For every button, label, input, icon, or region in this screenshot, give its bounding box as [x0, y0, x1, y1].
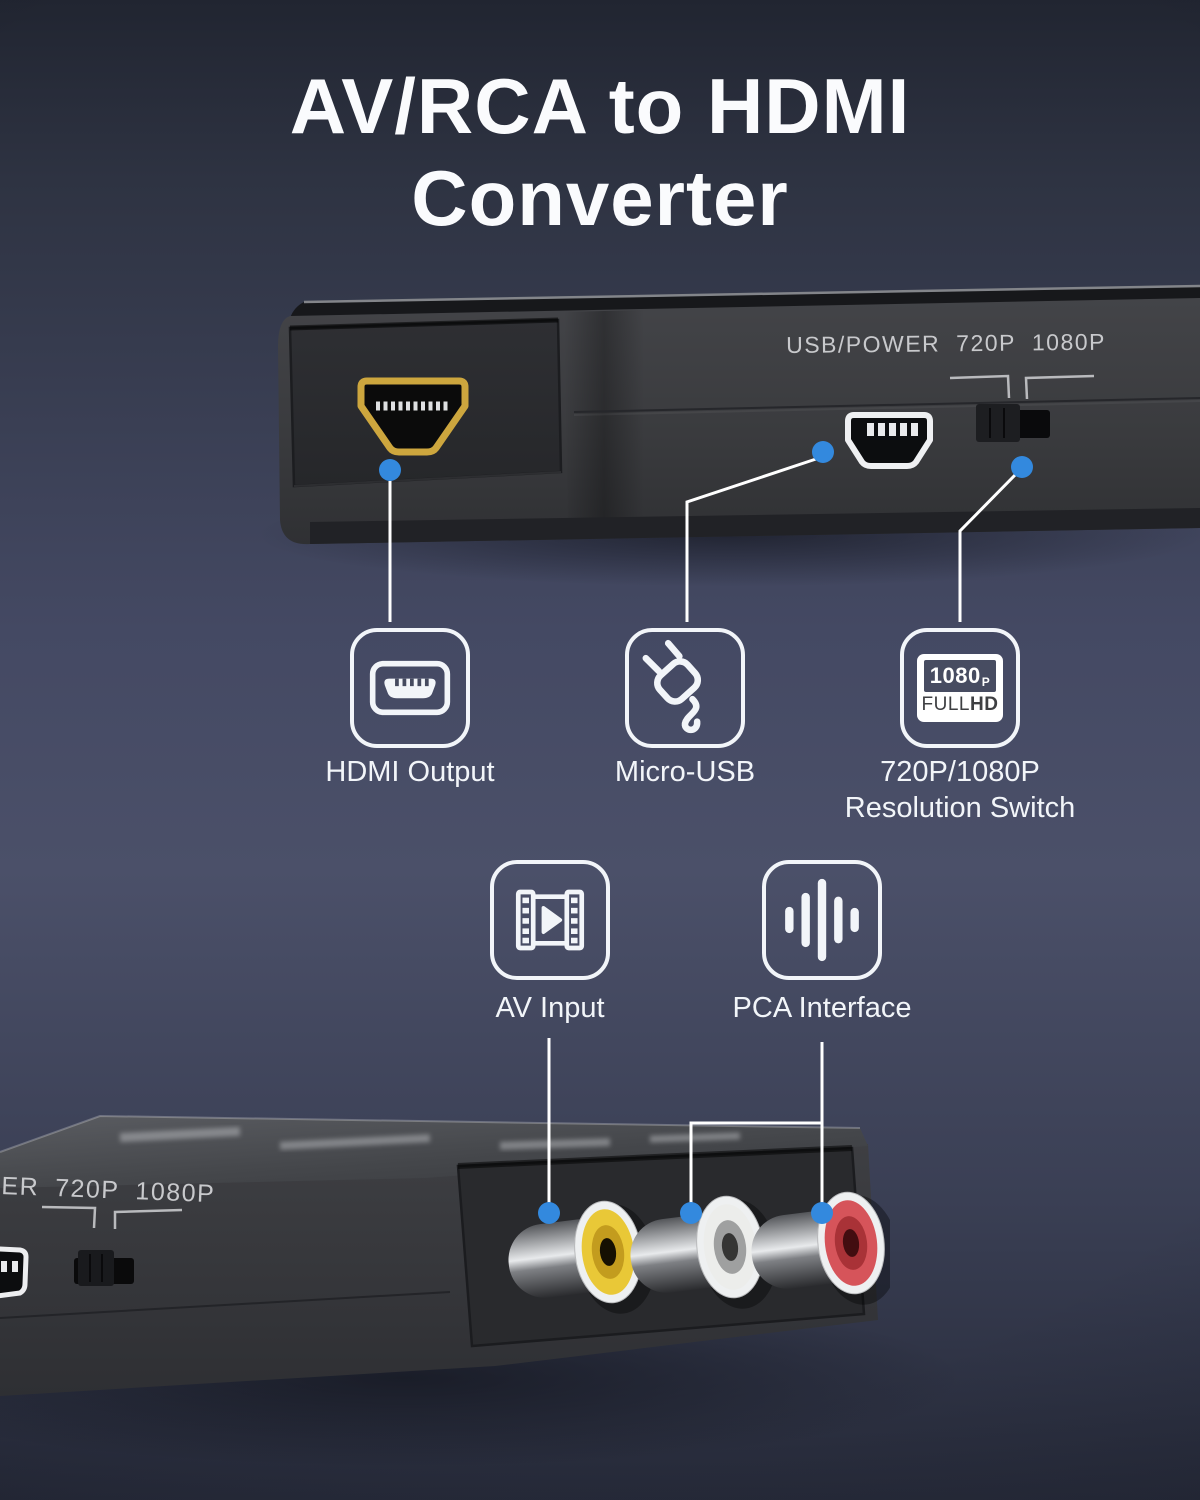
feature-label-pca-interface: PCA Interface — [732, 992, 912, 1024]
hdmi-port — [357, 377, 469, 456]
bracket-1080p — [1024, 374, 1095, 400]
hdmi-panel-shadow — [289, 317, 559, 331]
rca-jack-yellow — [508, 1200, 656, 1314]
top-device-edge-highlight — [303, 284, 1200, 304]
badge-full-text: FULL — [921, 694, 970, 715]
rca-jack-white — [630, 1195, 778, 1309]
hdmi-port-icon — [369, 660, 451, 716]
waveform-icon — [785, 878, 859, 962]
usb-power-print: USB/POWER — [786, 330, 941, 358]
bottom-device-seam — [0, 1291, 451, 1319]
feature-label-resolution-switch: 720P/1080P Resolution Switch — [845, 754, 1076, 826]
film-play-icon — [515, 889, 585, 951]
bottom-bracket-1080p — [113, 1208, 183, 1229]
top-device-seam-light — [573, 400, 1200, 416]
resolution-switch-knob — [976, 404, 1020, 442]
bottom-device-image — [0, 1114, 890, 1396]
top-device-top-face — [290, 286, 1200, 318]
feature-label-av-input: AV Input — [495, 992, 605, 1024]
top-device-print: USB/POWER 720P 1080P — [786, 329, 1106, 359]
resolution-label-line2: Resolution Switch — [844, 792, 1076, 824]
resolution-label-line1: 720P/1080P — [880, 756, 1040, 788]
720p-print: 720P — [956, 329, 1017, 357]
bottom-1080p-print: 1080P — [134, 1177, 216, 1209]
page-title: AV/RCA to HDMI Converter — [0, 60, 1200, 244]
top-device-image — [278, 284, 1200, 545]
partial-usb-power-print: ER — [0, 1172, 40, 1202]
badge-big-text: 1080 — [929, 663, 981, 688]
top-device-seam — [573, 397, 1200, 413]
hdmi-panel-light-edge — [293, 471, 562, 487]
rca-jack-red — [751, 1191, 890, 1305]
bottom-720p-print: 720P — [54, 1174, 121, 1205]
feature-box-av-input — [490, 860, 610, 980]
badge-hd-text: HD — [970, 694, 999, 715]
bracket-720p — [949, 374, 1011, 399]
bottom-mini-usb-pins — [1, 1261, 18, 1272]
feature-box-hdmi-output — [350, 628, 470, 748]
power-plug-icon — [642, 639, 702, 734]
mini-usb-port — [845, 412, 933, 469]
bottom-mini-usb-port — [0, 1246, 29, 1299]
title-line-2: Converter — [411, 154, 789, 242]
feature-box-pca-interface — [762, 860, 882, 980]
bottom-bracket-720p — [41, 1205, 97, 1229]
feature-box-micro-usb — [625, 628, 745, 748]
mini-usb-pins — [867, 423, 918, 436]
feature-label-micro-usb: Micro-USB — [614, 756, 756, 788]
1080p-print: 1080P — [1031, 328, 1107, 356]
badge-sub-text: P — [981, 675, 991, 689]
title-line-1: AV/RCA to HDMI — [289, 62, 911, 150]
top-device-corner-shade — [564, 310, 644, 528]
bottom-device-edge-highlight — [0, 1114, 861, 1153]
bottom-switch-knob — [78, 1250, 114, 1286]
feature-label-hdmi-output: HDMI Output — [325, 756, 495, 788]
